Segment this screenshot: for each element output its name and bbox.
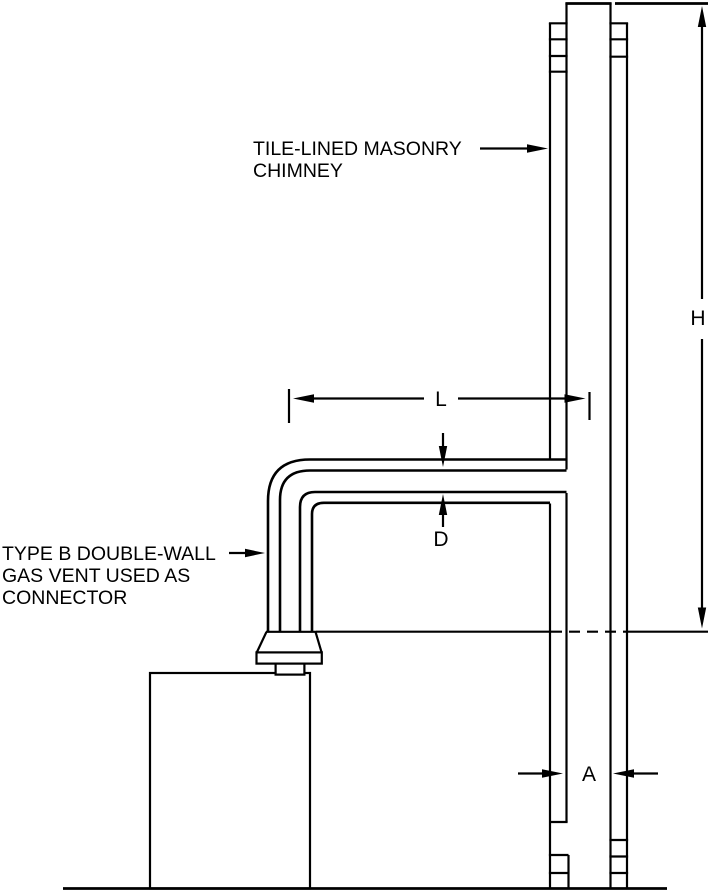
vent-callout: TYPE B DOUBLE-WALL GAS VENT USED AS CONN… <box>2 543 265 609</box>
h-dimension: H <box>615 2 708 629</box>
draft-hood-collar <box>274 662 306 676</box>
d-dimension-label: D <box>433 528 448 551</box>
chimney-label-line1: TILE-LINED MASONRY <box>253 138 462 160</box>
draft-hood-skirt <box>255 651 323 665</box>
l-dimension: L <box>287 388 591 423</box>
d-dimension: D <box>433 433 449 551</box>
vent-label-line3: CONNECTOR <box>2 587 127 609</box>
chimney-callout: TILE-LINED MASONRY CHIMNEY <box>253 138 548 182</box>
a-dimension-label: A <box>582 763 596 786</box>
chimney-left-wall-top-courses <box>548 22 568 73</box>
vent-callout-arrow-icon <box>245 548 265 558</box>
draft-hood-slanted-sides <box>255 631 323 653</box>
pipe-outer-top-line <box>266 458 567 632</box>
l-arrow-right-icon <box>564 394 586 403</box>
chimney-callout-arrow-icon <box>527 144 548 153</box>
a-arrow-right-icon <box>542 769 563 778</box>
chimney-right-wall-top-courses <box>609 22 629 58</box>
chimney-right-wall-bottom-courses <box>609 838 629 875</box>
tile-liner <box>549 2 612 888</box>
d-arrow-down-icon <box>438 446 448 467</box>
pipe-inner-bottom-line <box>298 490 567 632</box>
h-arrow-up-icon <box>697 6 707 27</box>
d-arrow-up-icon <box>438 494 448 515</box>
vent-label-line2: GAS VENT USED AS <box>2 565 190 587</box>
vent-connector-pipe <box>266 458 567 632</box>
chimney-left-wall-bottom-courses <box>548 853 570 888</box>
h-arrow-down-icon <box>697 607 707 629</box>
appliance-body <box>148 671 312 890</box>
a-dimension: A <box>518 763 658 786</box>
l-arrow-left-icon <box>293 394 314 403</box>
pipe-outer-bottom-line <box>310 501 550 632</box>
a-arrow-left-icon <box>613 769 634 778</box>
chimney-label-line2: CHIMNEY <box>253 160 343 182</box>
draft-hood <box>255 630 323 676</box>
h-dimension-label: H <box>690 307 705 330</box>
gas-appliance <box>148 671 312 890</box>
pipe-inner-top-line <box>278 469 567 632</box>
vent-label-line1: TYPE B DOUBLE-WALL <box>2 543 216 565</box>
l-dimension-label: L <box>435 388 447 411</box>
masonry-chimney <box>548 22 629 888</box>
